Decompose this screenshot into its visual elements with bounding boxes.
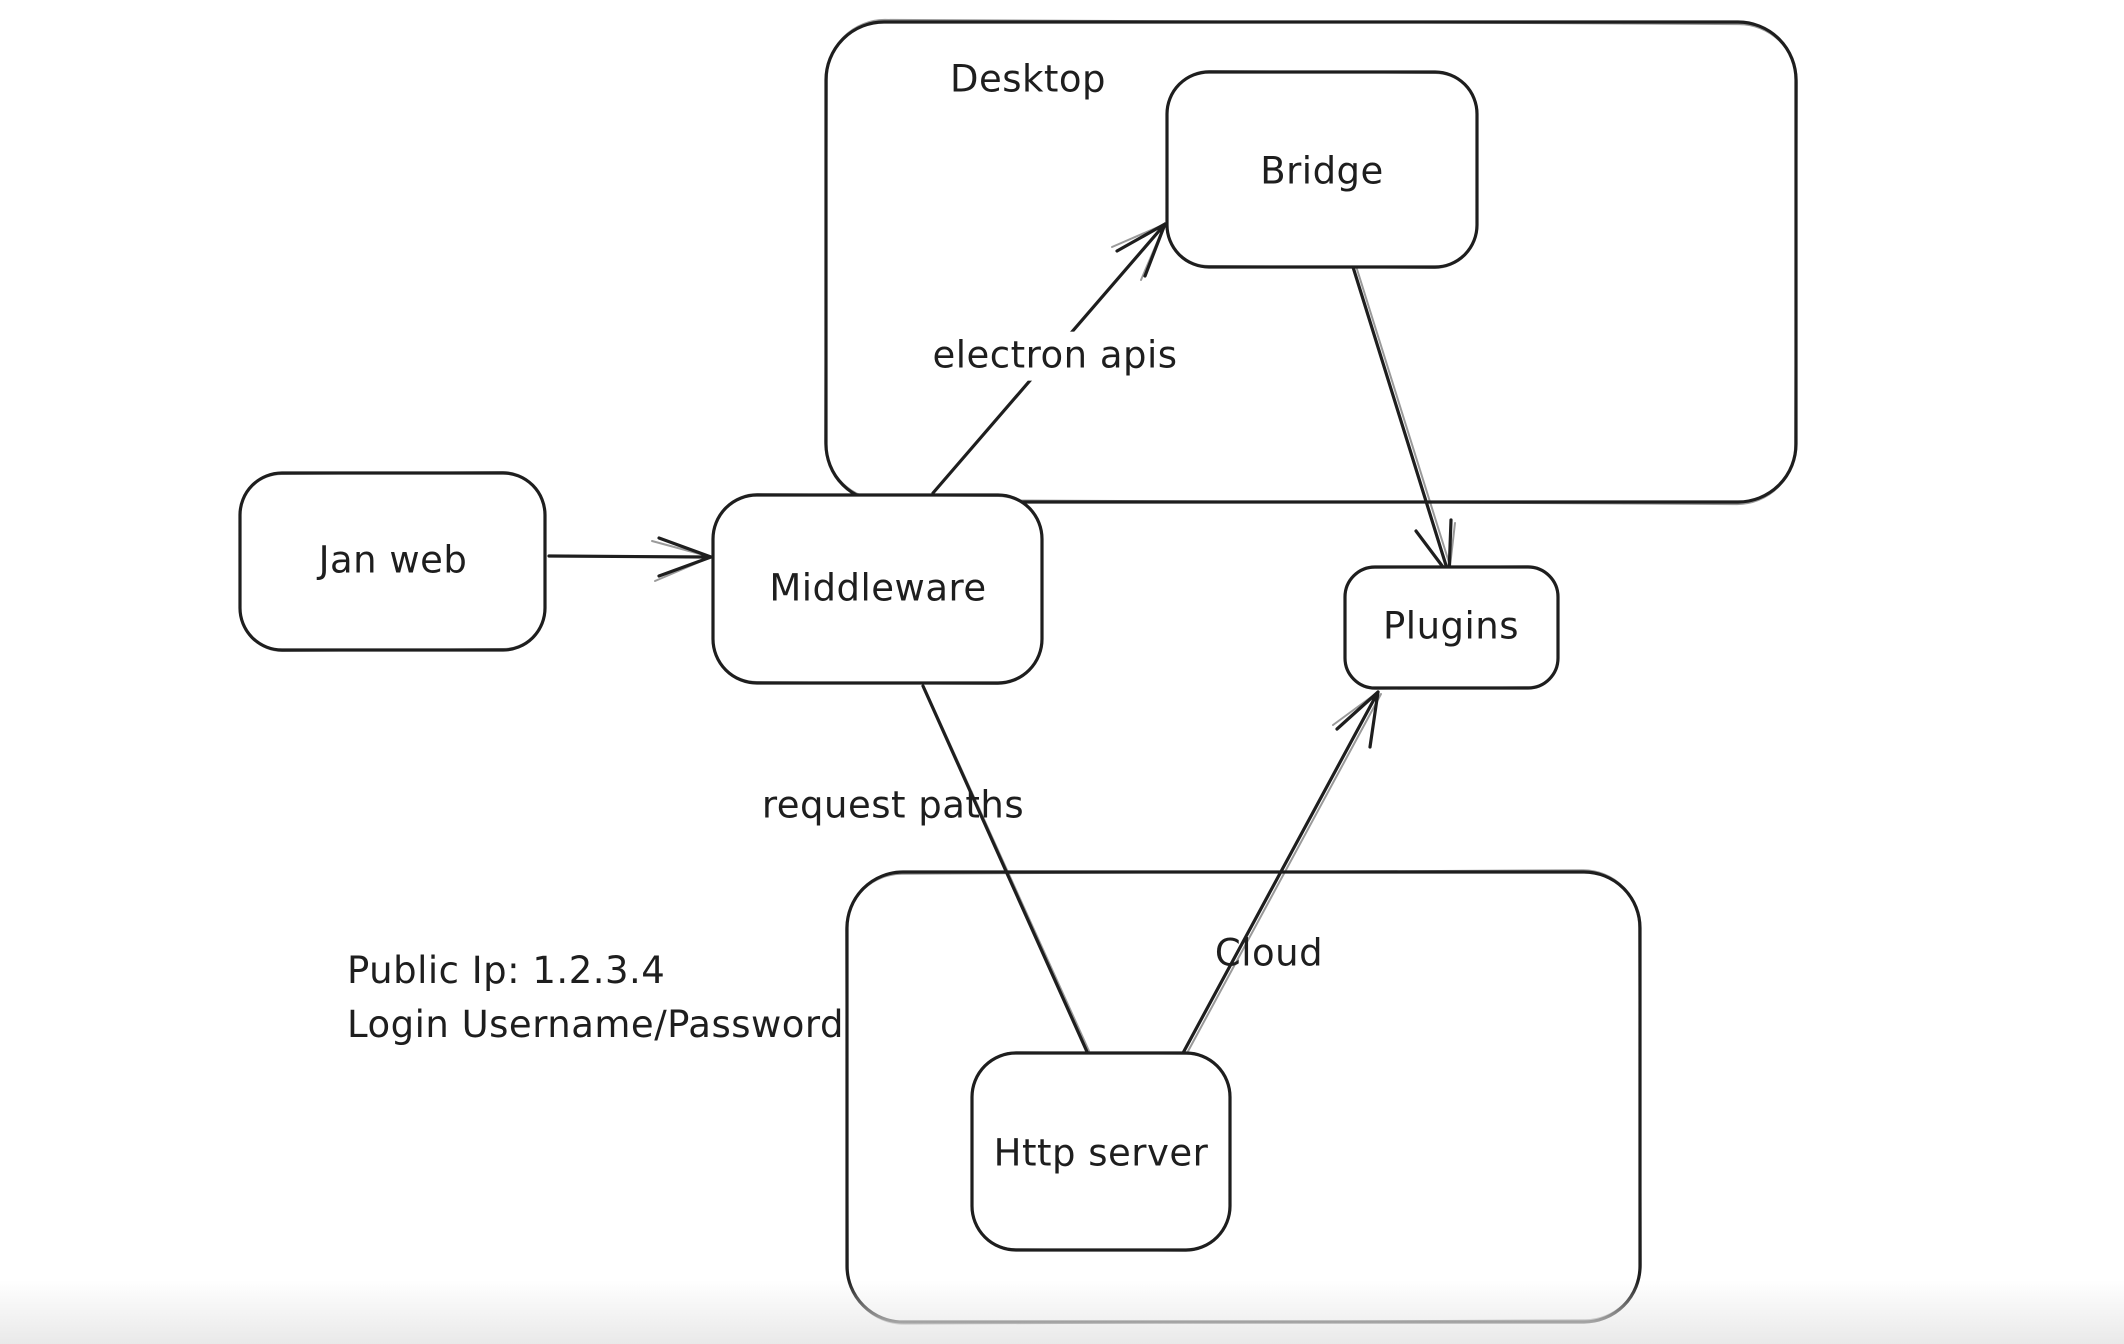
node-bridge[interactable] [1165,70,1479,269]
annotation-line-public-ip: Public Ip: 1.2.3.4 [347,949,666,992]
arrow-http-server-to-plugins[interactable] [1181,690,1382,1056]
arrow-middleware-to-bridge[interactable] [931,222,1167,495]
http-server-node-label[interactable]: Http server [993,1131,1209,1175]
middleware-node-label[interactable]: Middleware [769,566,987,610]
jan-web-node-label[interactable]: Jan web [318,538,468,582]
bridge-node-label[interactable]: Bridge [1260,149,1384,193]
desktop-container-label[interactable]: Desktop [949,57,1107,101]
node-plugins[interactable] [1343,565,1560,690]
line-middleware-to-http-server[interactable] [921,684,1090,1056]
node-http-server[interactable] [970,1051,1232,1252]
edge-label-request-paths[interactable]: request paths [761,783,1025,827]
cloud-container-label[interactable]: Cloud [1214,931,1324,975]
plugins-node-label[interactable]: Plugins [1382,604,1520,648]
node-jan-web[interactable] [238,471,547,652]
node-middleware[interactable] [711,493,1044,685]
annotation-line-login: Login Username/Password [347,1003,844,1046]
arrow-jan-web-to-middleware[interactable] [547,536,713,582]
public-ip-annotation[interactable]: Public Ip: 1.2.3.4 Login Username/Passwo… [347,944,844,1052]
edge-label-electron-apis[interactable]: electron apis [918,331,1192,381]
